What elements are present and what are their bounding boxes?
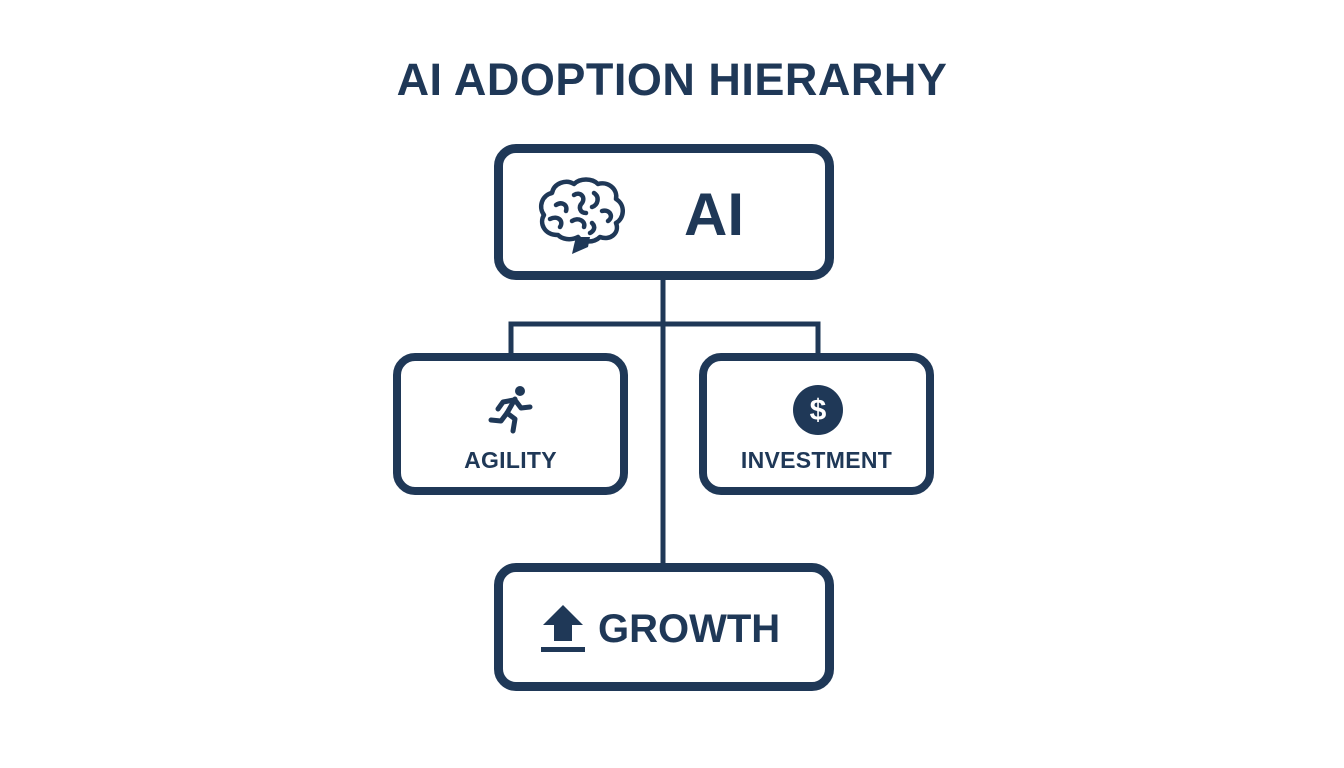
node-growth-label: GROWTH (598, 607, 781, 651)
dollar-icon: $ (793, 385, 843, 435)
brain-icon (539, 177, 625, 254)
node-ai: AI (494, 144, 834, 280)
diagram-title: AI ADOPTION HIERARHY (396, 54, 948, 105)
node-agility: AGILITY (393, 353, 628, 495)
upload-arrow-icon (541, 605, 585, 652)
node-investment-label: INVESTMENT (740, 447, 893, 473)
node-investment: $ INVESTMENT (699, 353, 934, 495)
node-ai-label: AI (684, 181, 744, 248)
runner-icon (488, 386, 533, 434)
node-agility-label: AGILITY (464, 447, 557, 473)
node-growth: GROWTH (494, 563, 834, 691)
svg-text:$: $ (810, 394, 827, 427)
